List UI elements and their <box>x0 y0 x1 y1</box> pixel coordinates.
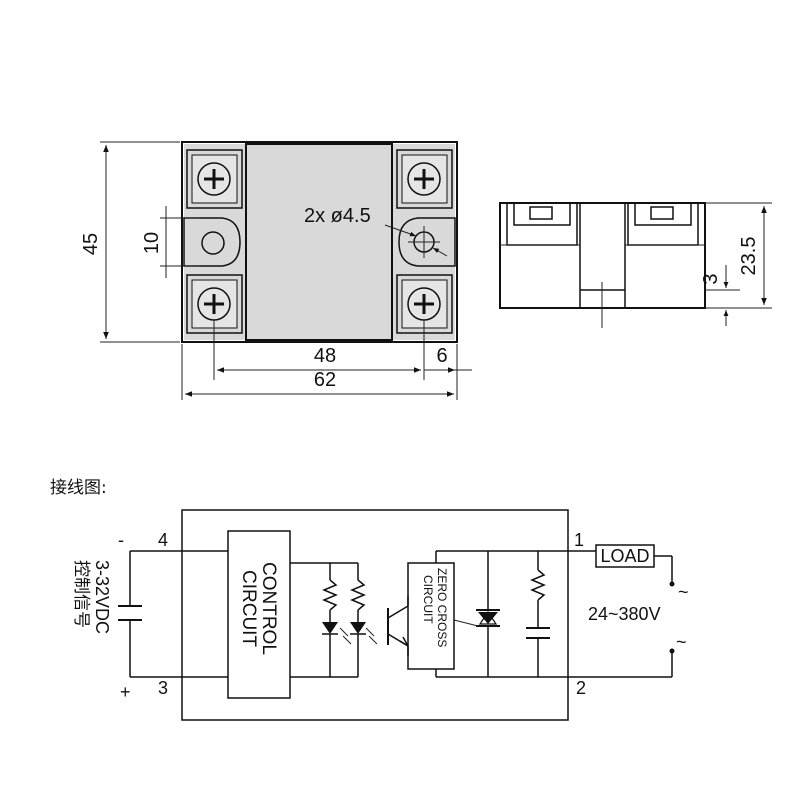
dim-width-label: 62 <box>314 369 336 391</box>
relay-enclosure <box>181 509 569 721</box>
input-voltage-label: 3-32VDC <box>92 560 112 634</box>
control-circuit-line2: CIRCUIT <box>238 570 259 647</box>
snubber-resistor-icon <box>530 569 546 601</box>
control-circuit-box <box>227 530 291 699</box>
terminal-3-label: 3 <box>158 678 168 698</box>
mounting-hole-left <box>183 217 241 267</box>
zero-cross-line1: ZERO CROSS <box>435 568 449 647</box>
control-circuit-line1: CONTROL <box>258 562 279 655</box>
input-signal-label: 控制信号 <box>71 560 91 628</box>
terminal-top-right <box>396 149 453 209</box>
output-voltage-label: 24~380V <box>588 604 661 624</box>
wiring-title: 接线图: <box>50 478 107 498</box>
led-icon <box>322 622 338 634</box>
ac-symbol-bottom: ~ <box>676 632 687 652</box>
zero-cross-box <box>407 562 455 670</box>
resistor-icon <box>350 579 366 611</box>
terminal-bottom-right <box>396 274 453 334</box>
screw-icon <box>407 162 441 196</box>
relay-label-window <box>245 143 393 341</box>
dim-edge-label: 6 <box>436 345 447 367</box>
dim-hole-spacing-label: 10 <box>141 232 163 254</box>
terminal-1-label: 1 <box>574 530 584 550</box>
minus-sign: - <box>118 530 124 550</box>
screw-icon <box>197 162 231 196</box>
ac-symbol-top: ~ <box>678 582 689 602</box>
side-dim-step-label: 3 <box>700 273 722 284</box>
plus-sign: + <box>120 682 131 702</box>
zero-cross-line2: CIRCUIT <box>421 575 435 624</box>
load-label: LOAD <box>600 546 649 566</box>
relay-body-outline <box>181 141 458 343</box>
triac-icon <box>478 612 498 624</box>
terminal-4-label: 4 <box>158 530 168 550</box>
terminal-top-left <box>186 149 243 209</box>
terminal-2-label: 2 <box>576 678 586 698</box>
mounting-hole-right <box>398 217 456 267</box>
side-view: 23.5 3 <box>499 202 772 328</box>
led-icon <box>350 622 366 634</box>
resistor-icon <box>322 579 338 611</box>
wiring-diagram: 接线图: - + 4 3 3-32VDC 控制信号 CONTROL CIRCUI… <box>50 478 689 721</box>
dim-hole-pitch-label: 48 <box>314 345 336 367</box>
top-view: 45 10 2x ø4.5 48 6 62 <box>80 141 472 400</box>
dim-hole-diameter-label: 2x ø4.5 <box>304 205 371 227</box>
side-dim-height-label: 23.5 <box>738 237 760 276</box>
dim-height-label: 45 <box>80 233 102 255</box>
